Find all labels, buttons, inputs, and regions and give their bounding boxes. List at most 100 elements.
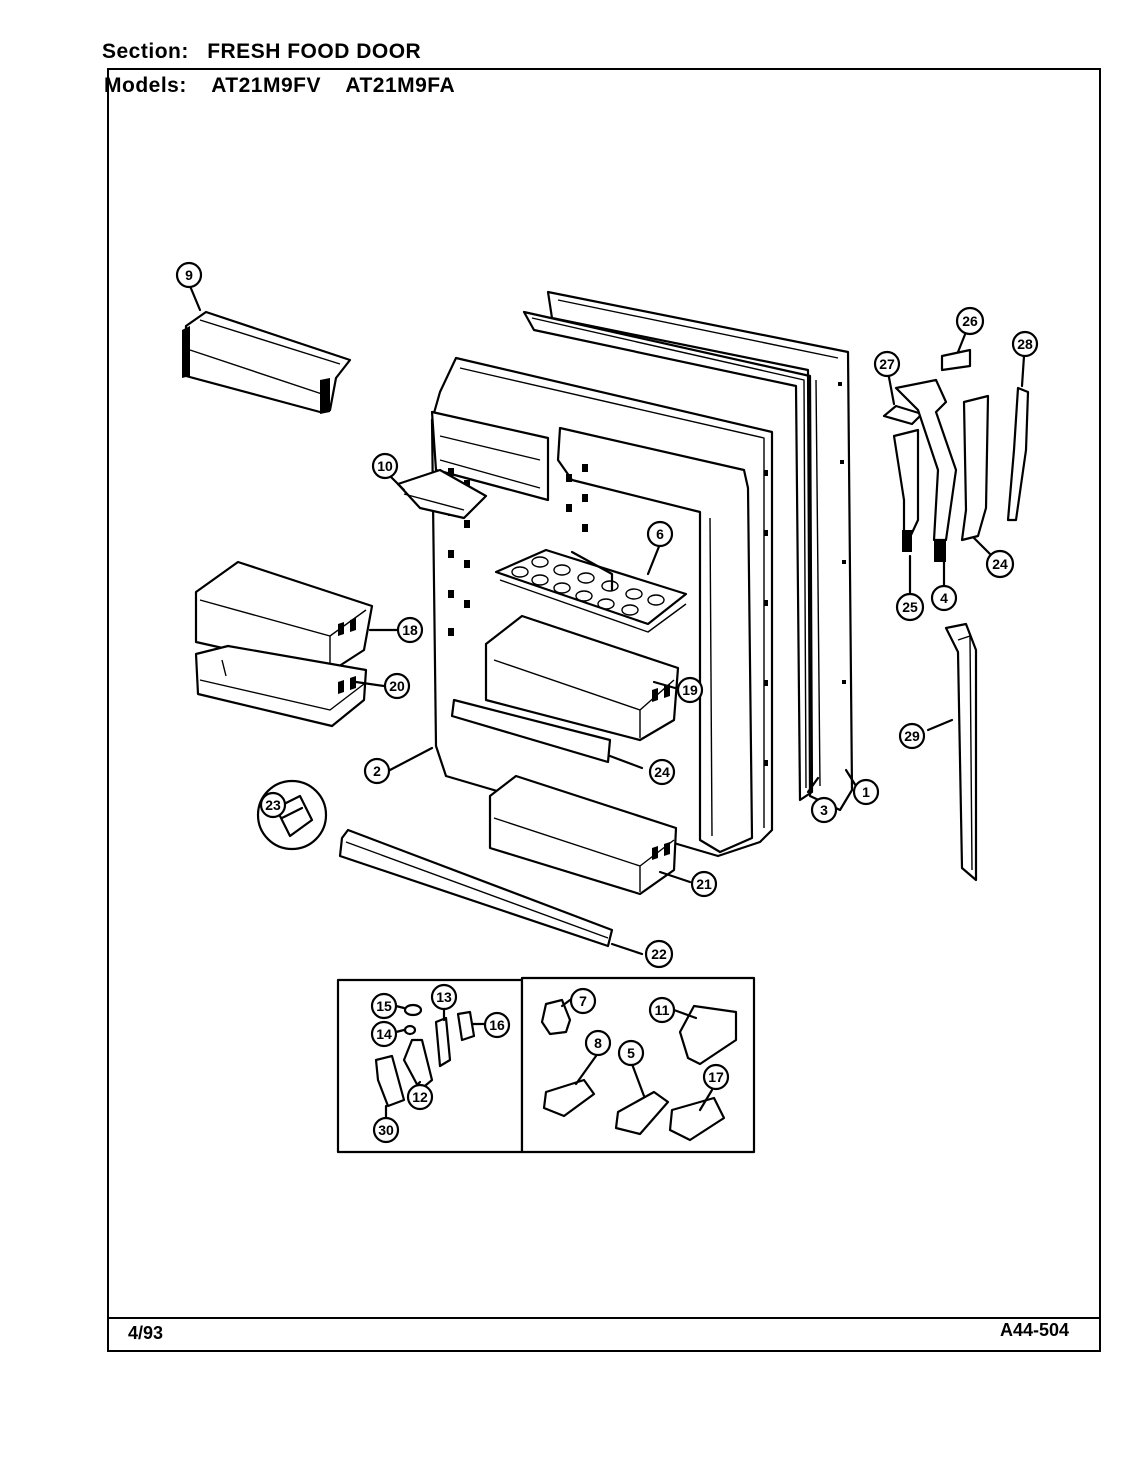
footer-code: A44-504 [1000, 1320, 1070, 1340]
svg-text:28: 28 [1017, 336, 1033, 352]
svg-text:16: 16 [489, 1017, 505, 1033]
svg-text:29: 29 [904, 728, 920, 744]
door-bin-21 [488, 774, 678, 896]
callout-27: 27 [873, 350, 901, 378]
leader-lines [188, 284, 1026, 1120]
model-1: AT21M9FV [211, 74, 321, 97]
callout-24a: 24 [648, 758, 676, 786]
callout-9: 9 [175, 261, 203, 289]
callout-12: 12 [406, 1083, 434, 1111]
svg-text:11: 11 [655, 1002, 670, 1018]
plug-7 [540, 998, 572, 1036]
footer-date: 4/93 [128, 1323, 164, 1343]
svg-text:27: 27 [879, 356, 895, 372]
door-bin-19 [484, 614, 680, 742]
door-bin-20 [194, 644, 368, 728]
handle-trim-28 [1006, 386, 1030, 522]
svg-text:20: 20 [389, 678, 405, 694]
svg-text:24: 24 [654, 764, 670, 780]
callout-4: 4 [930, 584, 958, 612]
section-value: FRESH FOOD DOOR [207, 40, 422, 63]
section-header: Section: FRESH FOOD DOOR [102, 40, 421, 64]
callout-19: 19 [676, 676, 704, 704]
svg-text:4: 4 [940, 590, 948, 606]
handle-cover-24 [960, 394, 990, 542]
svg-text:7: 7 [579, 993, 587, 1009]
handle-strap-25 [892, 428, 920, 552]
callout-16: 16 [483, 1011, 511, 1039]
callout-21: 21 [690, 870, 718, 898]
callout-26: 26 [955, 306, 985, 336]
svg-text:8: 8 [594, 1035, 602, 1051]
door-gasket [522, 310, 814, 802]
callout-2: 2 [363, 757, 391, 785]
diagram-frame [107, 68, 1101, 1352]
footer-divider [107, 1317, 1101, 1319]
callout-10: 10 [371, 452, 399, 480]
dairy-door-part [396, 468, 488, 520]
callout-5: 5 [617, 1039, 645, 1067]
callout-13: 13 [430, 983, 458, 1011]
svg-text:30: 30 [378, 1122, 394, 1138]
svg-text:25: 25 [902, 599, 918, 615]
hinge-30 [374, 1054, 406, 1108]
callout-17: 17 [702, 1063, 730, 1091]
callout-18: 18 [396, 616, 424, 644]
callout-7: 7 [569, 987, 597, 1015]
svg-text:18: 18 [402, 622, 418, 638]
pin-16 [456, 1010, 476, 1042]
callout-24b: 24 [985, 549, 1015, 579]
trim-strip-24 [450, 698, 612, 764]
callout-22: 22 [644, 939, 674, 969]
model-2: AT21M9FA [345, 74, 456, 97]
models-header: Models: AT21M9FV AT21M9FA [104, 74, 455, 98]
svg-text:15: 15 [376, 998, 392, 1014]
callout-11: 11 [648, 996, 676, 1024]
door-handle-29 [944, 622, 978, 882]
svg-text:19: 19 [682, 682, 698, 698]
shelf-cover-part [182, 310, 352, 414]
cap-26 [940, 348, 972, 372]
hinge-detail-box [336, 978, 524, 1154]
svg-text:24: 24 [992, 556, 1008, 572]
svg-text:14: 14 [376, 1026, 392, 1042]
callout-30: 30 [372, 1116, 400, 1144]
callout-20: 20 [383, 672, 411, 700]
svg-text:26: 26 [962, 313, 978, 329]
svg-text:12: 12 [412, 1089, 428, 1105]
svg-text:21: 21 [696, 876, 712, 892]
svg-text:6: 6 [656, 526, 664, 542]
callout-3: 3 [810, 796, 838, 824]
callout-1: 1 [852, 778, 880, 806]
callout-29: 29 [898, 722, 926, 750]
hinge-plate-12 [402, 1038, 434, 1092]
svg-text:5: 5 [627, 1045, 635, 1061]
hinge-13 [434, 1016, 452, 1068]
svg-text:1: 1 [862, 784, 870, 800]
callout-8: 8 [584, 1029, 612, 1057]
svg-text:17: 17 [708, 1069, 724, 1085]
svg-text:3: 3 [820, 802, 828, 818]
hinge-arm-4 [894, 378, 958, 562]
svg-text:13: 13 [436, 989, 452, 1005]
svg-text:2: 2 [373, 763, 381, 779]
callout-25: 25 [895, 592, 925, 622]
section-label: Section: [102, 40, 189, 63]
svg-text:22: 22 [651, 946, 667, 962]
callout-8-top: 6 [646, 520, 674, 548]
callout-23: 23 [259, 791, 287, 819]
washer-15 [403, 1003, 423, 1017]
bracket-11 [678, 1004, 738, 1066]
bottom-trim-22 [338, 828, 614, 948]
egg-tray-part [494, 548, 688, 633]
svg-text:23: 23 [265, 797, 281, 813]
svg-text:10: 10 [377, 458, 393, 474]
callout-15: 15 [370, 992, 398, 1020]
svg-text:9: 9 [185, 267, 193, 283]
callout-28: 28 [1011, 330, 1039, 358]
models-label: Models: [104, 74, 187, 97]
bracket-5 [614, 1090, 670, 1136]
bushing-14 [403, 1024, 417, 1036]
callout-14: 14 [370, 1020, 398, 1048]
